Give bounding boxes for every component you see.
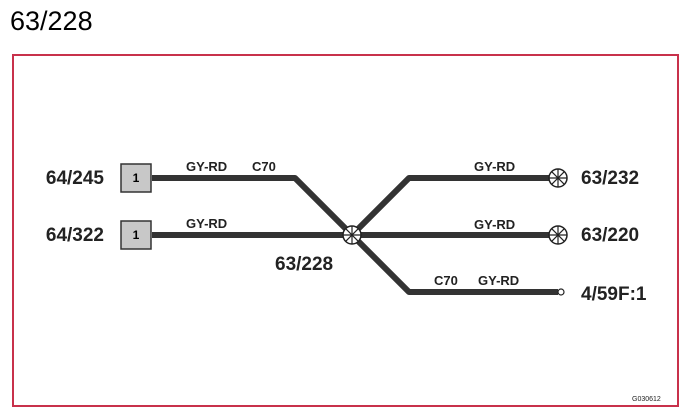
node-label-63-220: 63/220 <box>581 225 639 246</box>
connector-pin-number: 1 <box>133 228 140 242</box>
connector-box <box>120 220 152 250</box>
wire-circuit-label: C70 <box>434 273 458 288</box>
wire-color-label: GY-RD <box>186 159 227 174</box>
connector-box <box>120 163 152 193</box>
splice-63-220 <box>548 225 568 245</box>
wire-color-label: GY-RD <box>474 159 515 174</box>
diagram-frame <box>12 54 679 407</box>
wire-64-245 <box>152 175 355 238</box>
node-label-63-232: 63/232 <box>581 168 639 189</box>
node-label-4-59f: 4/59F:1 <box>581 284 647 305</box>
connector-64-245: 1 <box>120 163 152 193</box>
node-label-64-322: 64/322 <box>46 225 104 246</box>
node-label-64-245: 64/245 <box>46 168 105 189</box>
wire-color-label: GY-RD <box>478 273 519 288</box>
connector-pin-number: 1 <box>133 171 140 185</box>
wire-circuit-label: C70 <box>252 159 276 174</box>
wire-63-232 <box>349 175 549 238</box>
connector-64-322: 1 <box>120 220 152 250</box>
wire-color-label: GY-RD <box>186 216 227 231</box>
open-end-terminal <box>557 288 565 296</box>
splice-label: 63/228 <box>275 254 333 275</box>
wire-color-label: GY-RD <box>474 217 515 232</box>
reference-code: G030612 <box>632 396 661 403</box>
page-title: 63/228 <box>10 6 93 36</box>
wire-4-59f <box>349 232 558 295</box>
splice-63-232 <box>548 168 568 188</box>
splice-63-228 <box>342 225 362 245</box>
